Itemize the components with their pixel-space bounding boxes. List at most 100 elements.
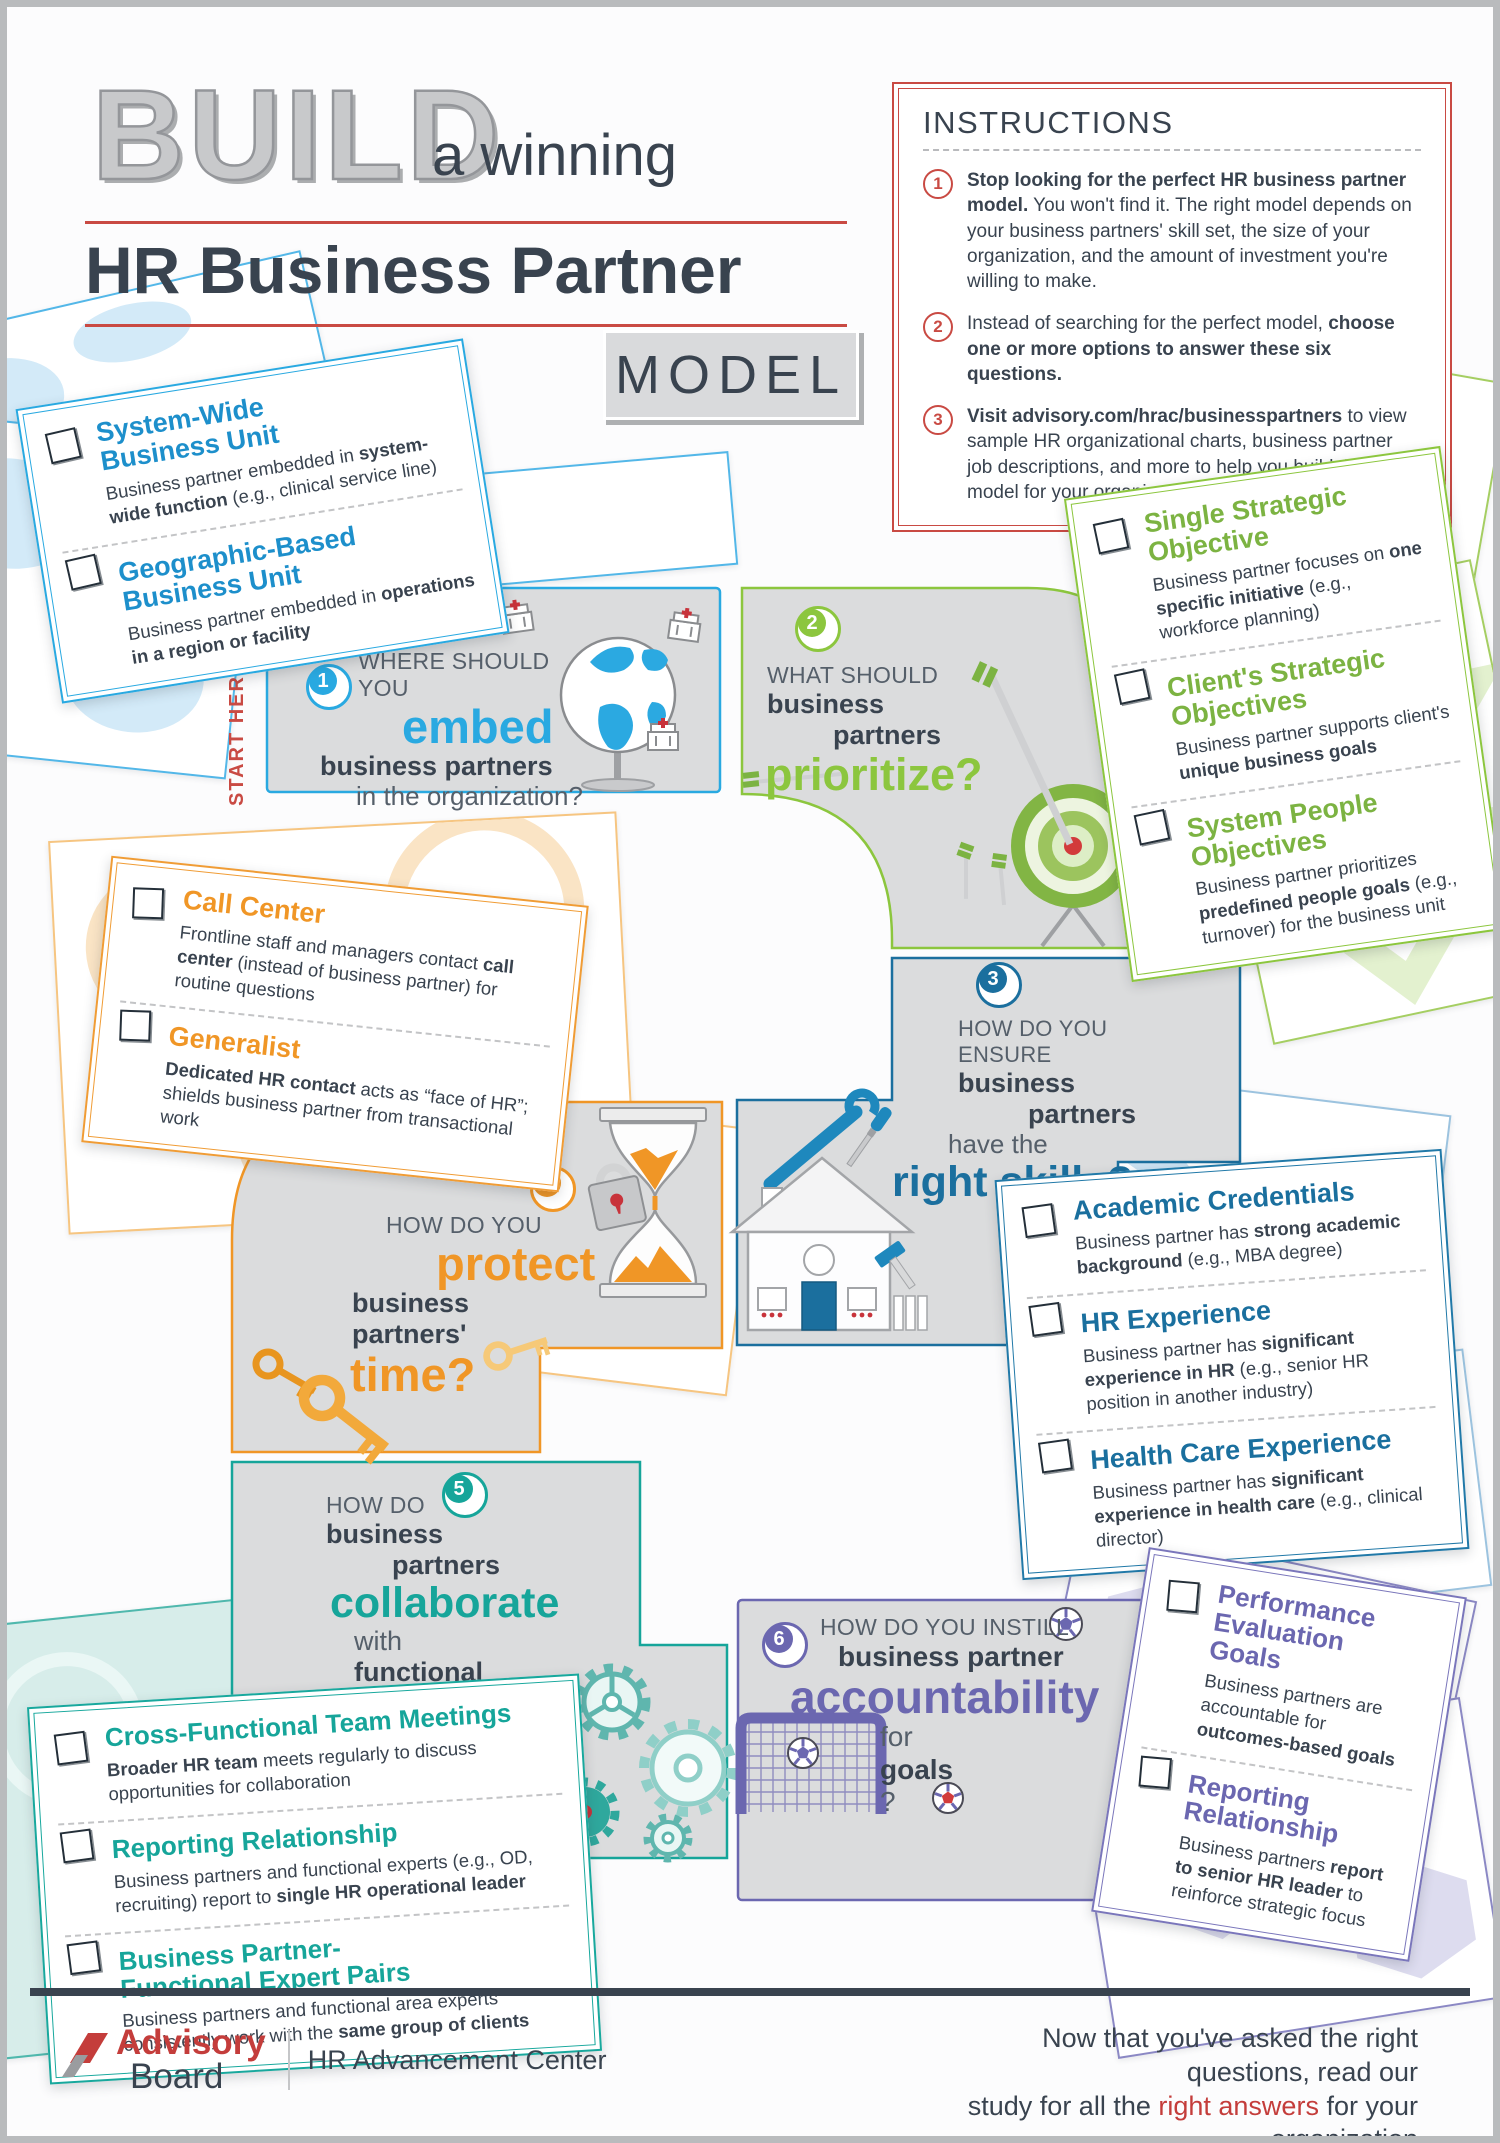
arrow-icon: [991, 852, 1008, 906]
instruction-item-1: 1 Stop looking for the perfect HR busine…: [923, 168, 1421, 294]
question-6-number-badge: 6: [762, 1622, 808, 1668]
question-2-keyword: prioritize?: [765, 749, 983, 801]
arrow-icon: [956, 841, 975, 899]
question-6-line: business partner: [838, 1641, 1064, 1672]
question-5-keyword: collaborate: [330, 1579, 560, 1628]
cta-pre: study for all the: [967, 2090, 1159, 2121]
instruction-number-1: 1: [923, 169, 953, 199]
question-1-line: business partners: [320, 751, 553, 782]
question-3-line: have the: [948, 1129, 1048, 1160]
option-academic-credentials: Academic Credentials Business partner ha…: [1020, 1172, 1425, 1283]
option-cross-functional-team-meetings: Cross-Functional Team Meetings Broader H…: [52, 1697, 561, 1810]
arrow-icon: [971, 661, 1074, 846]
question-2-kicker: WHAT SHOULD: [767, 662, 939, 688]
soccer-ball-icon: [932, 1782, 964, 1814]
question-6-keyword: accountability: [790, 1671, 1100, 1724]
footer-divider: [30, 1988, 1470, 1996]
soccer-ball-icon: [787, 1737, 819, 1769]
option-single-strategic-objective: Single Strategic Objective Business part…: [1091, 471, 1439, 652]
screwdriver-icon: [846, 1107, 892, 1168]
option-generalist: Generalist Dedicated HR contact acts as …: [107, 1000, 550, 1168]
question-1-line: in the organization?: [356, 781, 583, 812]
target-icon: [1011, 784, 1135, 948]
title-build: BUILD: [91, 63, 504, 209]
question-5-number: 5: [445, 1475, 473, 1503]
gear-icon: [573, 1663, 651, 1741]
question-5-kicker: HOW DO: [326, 1492, 425, 1518]
key-icon: [483, 1336, 551, 1371]
question-2-line: business: [767, 689, 885, 719]
checkbox-call-center[interactable]: [132, 887, 165, 920]
cta-line-1: Now that you've asked the right question…: [1042, 2023, 1418, 2087]
fence-icon: [893, 1295, 928, 1331]
footer-cta: Now that you've asked the right question…: [938, 2022, 1418, 2143]
hospital-icon: [666, 607, 702, 644]
question-1-number-badge: 1: [306, 664, 352, 710]
checkbox-performance-evaluation-goals[interactable]: [1166, 1579, 1200, 1614]
question-6-number: 6: [765, 1625, 793, 1653]
option-clients-strategic-objectives: Client's Strategic Objectives Business p…: [1111, 619, 1459, 793]
question-3-line: partners: [1028, 1099, 1137, 1130]
question-2-line: partners: [833, 720, 942, 751]
question-3-number: 3: [979, 965, 1007, 993]
question-1: 1 WHERE SHOULD YOU embed business partne…: [300, 648, 600, 812]
hospital-icon: [647, 718, 679, 751]
wrench-icon: [763, 1088, 880, 1191]
globe-icon: [559, 636, 677, 792]
question-4-keyword: time?: [350, 1348, 476, 1402]
card-right-skills-options: Academic Credentials Business partner ha…: [994, 1148, 1470, 1581]
option-health-care-experience: Health Care Experience Business partner …: [1036, 1405, 1444, 1557]
checkbox-hr-experience[interactable]: [1028, 1301, 1064, 1337]
checkbox-health-care-experience[interactable]: [1037, 1438, 1073, 1474]
option-reporting-relationship-collab: Reporting Relationship Business partners…: [58, 1792, 569, 1922]
title-rule-bottom: [85, 324, 847, 327]
option-hr-experience: HR Experience Business partner has signi…: [1026, 1269, 1435, 1420]
checkbox-single-strategic-objective[interactable]: [1092, 517, 1130, 555]
question-5-line: business: [326, 1519, 444, 1549]
question-3-number-badge: 3: [976, 962, 1022, 1008]
question-6-line: for goals?: [880, 1721, 954, 1817]
question-2-number-badge: 2: [795, 606, 841, 652]
key-icon: [298, 1374, 390, 1465]
instructions-heading: INSTRUCTIONS: [923, 105, 1421, 151]
checkbox-reporting-relationship-collab[interactable]: [59, 1828, 95, 1864]
advisory-board-logo: [62, 2033, 108, 2078]
checkbox-geographic-based-business-unit[interactable]: [64, 553, 102, 591]
title-rule-top: [85, 221, 847, 224]
checkbox-cross-functional-team-meetings[interactable]: [53, 1730, 89, 1766]
advisory-board-brand: Advisory Board HR Advancement Center: [62, 2025, 607, 2094]
option-performance-evaluation-goals: Performance Evaluation Goals Business pa…: [1144, 1573, 1440, 1775]
card-accountability-options: Performance Evaluation Goals Business pa…: [1091, 1547, 1467, 1963]
instruction-text-1: Stop looking for the perfect HR business…: [967, 170, 1412, 293]
brand-division-label: HR Advancement Center: [307, 2044, 607, 2075]
question-5-number-badge: 5: [442, 1472, 488, 1518]
soccer-goal-icon: [735, 1712, 887, 1814]
question-1-keyword: embed: [402, 700, 554, 753]
option-system-people-objectives: System People Objectives Business partne…: [1131, 759, 1482, 957]
brand-text: Advisory Board: [116, 2025, 266, 2094]
question-6-kicker: HOW DO YOU INSTILL: [820, 1614, 1070, 1640]
cta-highlight: right answers: [1158, 2090, 1319, 2121]
checkbox-reporting-relationship-account[interactable]: [1138, 1755, 1173, 1789]
checkbox-system-wide-business-unit[interactable]: [44, 427, 82, 465]
checkbox-clients-strategic-objectives[interactable]: [1113, 668, 1151, 705]
checkbox-business-partner-functional-expert-pairs[interactable]: [66, 1940, 102, 1975]
hammer-icon: [874, 1241, 916, 1290]
brand-divider: [287, 2030, 290, 2091]
question-1-kicker: WHERE SHOULD YOU: [358, 648, 550, 701]
question-2-number: 2: [798, 609, 826, 637]
padlock-icon: [587, 1163, 647, 1232]
checkbox-academic-credentials[interactable]: [1021, 1203, 1057, 1239]
soccer-ball-icon: [1049, 1607, 1083, 1641]
question-5-line: partners: [392, 1550, 501, 1581]
checkbox-system-people-objectives[interactable]: [1133, 808, 1171, 846]
arrow-icon: [742, 771, 842, 788]
cta-line-2: study for all the right answers for your…: [938, 2090, 1418, 2143]
instruction-text-2: Instead of searching for the perfect mod…: [967, 313, 1395, 385]
checkbox-generalist[interactable]: [119, 1009, 152, 1042]
instruction-item-2: 2 Instead of searching for the perfect m…: [923, 311, 1421, 387]
question-3-line: business: [958, 1068, 1076, 1098]
instruction-number-3: 3: [923, 405, 953, 436]
question-1-number: 1: [309, 667, 337, 695]
